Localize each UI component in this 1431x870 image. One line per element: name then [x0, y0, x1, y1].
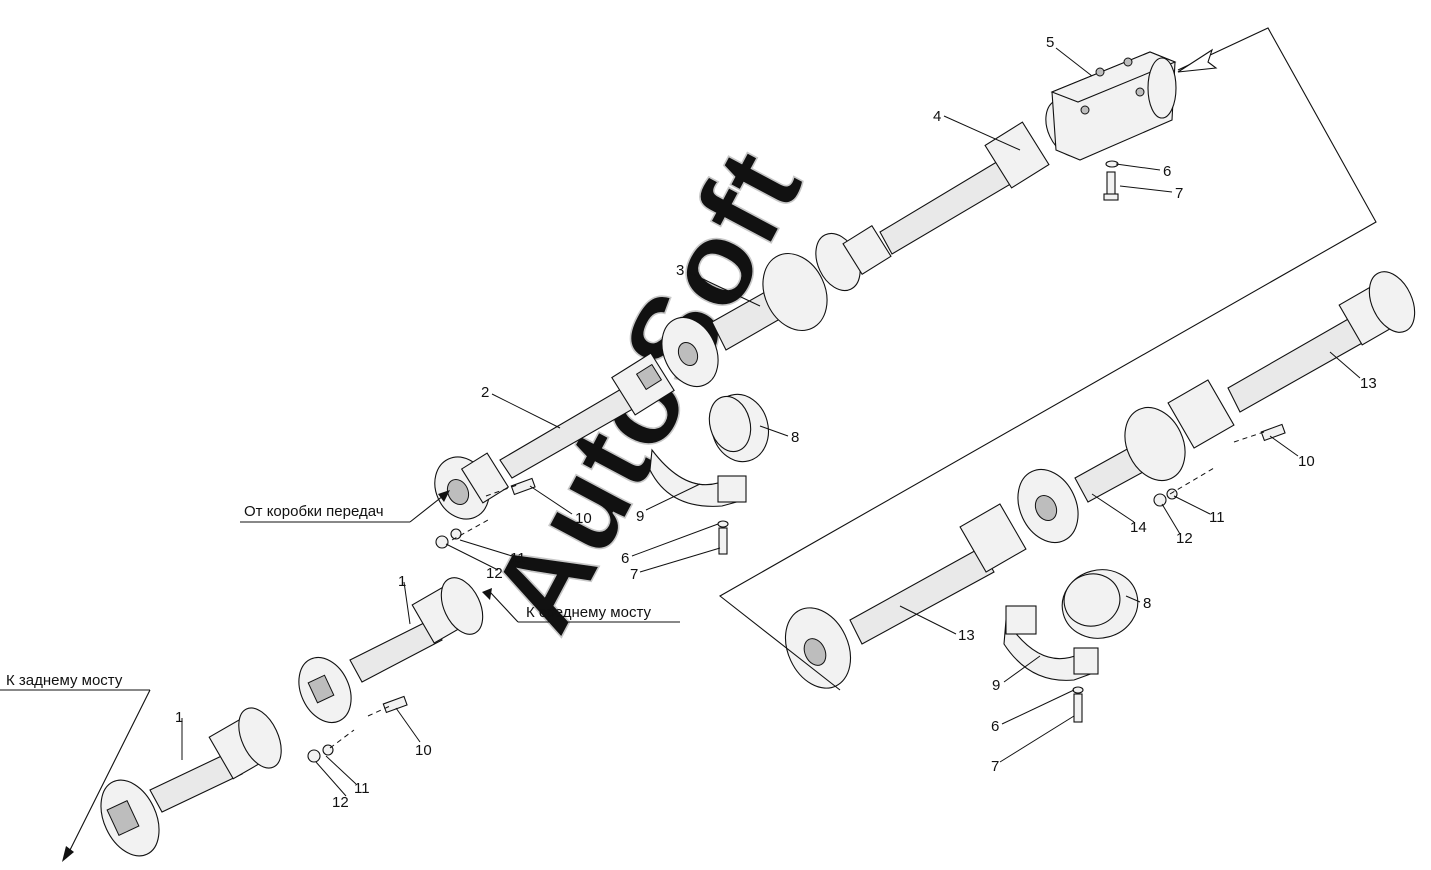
callout-2: 2	[481, 384, 489, 401]
caption-from-gearbox: От коробки передач	[244, 503, 384, 520]
callout-14: 14	[1130, 519, 1147, 536]
callout-5: 5	[1046, 34, 1054, 51]
second-driveshaft-assembly	[784, 271, 1416, 689]
intermediate-support	[661, 317, 719, 387]
callout-8: 8	[791, 429, 799, 446]
callout-7: 7	[991, 758, 999, 775]
callout-7: 7	[1175, 185, 1183, 202]
callout-13: 13	[958, 627, 975, 644]
callout-6: 6	[621, 550, 629, 567]
callout-11: 11	[510, 550, 526, 567]
main-driveshaft-assembly	[434, 51, 1177, 520]
bolt-10-middle	[382, 695, 408, 714]
callout-12: 12	[486, 565, 503, 582]
shaft-4	[879, 159, 1015, 255]
callout-6: 6	[1163, 163, 1171, 180]
arrow-to-middle-axle	[482, 588, 492, 600]
caption-to-middle-axle: К среднему мосту	[526, 604, 651, 621]
bolt-10-upper	[510, 477, 536, 496]
bolt-7-top	[1103, 160, 1119, 201]
clamp-ring-8-upper	[708, 393, 769, 463]
arrow-from-gearbox	[438, 490, 450, 502]
caption-lines	[0, 491, 680, 859]
callout-10: 10	[1298, 453, 1315, 470]
callout-11: 11	[1209, 509, 1225, 526]
callout-8: 8	[1143, 595, 1151, 612]
clamp-ring-8-lower	[1061, 569, 1139, 639]
shaft-13-lower	[849, 547, 995, 645]
callout-3: 3	[676, 262, 684, 279]
callout-10: 10	[415, 742, 432, 759]
gearbox-flange	[434, 452, 510, 520]
callout-11: 11	[354, 780, 370, 797]
bracket-9-upper	[649, 448, 747, 555]
bolt-10-right	[1260, 423, 1286, 442]
callout-4: 4	[933, 108, 941, 125]
leader-lines	[181, 47, 1361, 797]
callout-1: 1	[398, 573, 406, 590]
nut-washer-11-12-right	[1153, 488, 1178, 507]
flow-path	[719, 27, 1377, 691]
nut-washer-11-12-upper	[435, 528, 462, 549]
caption-to-rear-axle: К заднему мосту	[6, 672, 123, 689]
callout-6: 6	[991, 718, 999, 735]
universal-joint-b	[815, 224, 892, 292]
middle-axle-shaft	[298, 577, 484, 723]
callout-12: 12	[1176, 530, 1193, 547]
shaft-13-upper	[1227, 317, 1365, 413]
arrow-to-rear-axle	[62, 846, 74, 862]
callout-7: 7	[630, 566, 638, 583]
universal-joint-a	[611, 352, 675, 416]
callout-9: 9	[992, 677, 1000, 694]
callout-12: 12	[332, 794, 349, 811]
rear-axle-shaft	[100, 707, 282, 857]
callout-13: 13	[1360, 375, 1377, 392]
callout-9: 9	[636, 508, 644, 525]
assembly-dashes	[329, 431, 1265, 749]
transfer-case-housing-5	[1050, 51, 1177, 161]
callout-10: 10	[575, 510, 592, 527]
shaft-3-housing	[762, 253, 828, 331]
callout-1: 1	[175, 709, 183, 726]
